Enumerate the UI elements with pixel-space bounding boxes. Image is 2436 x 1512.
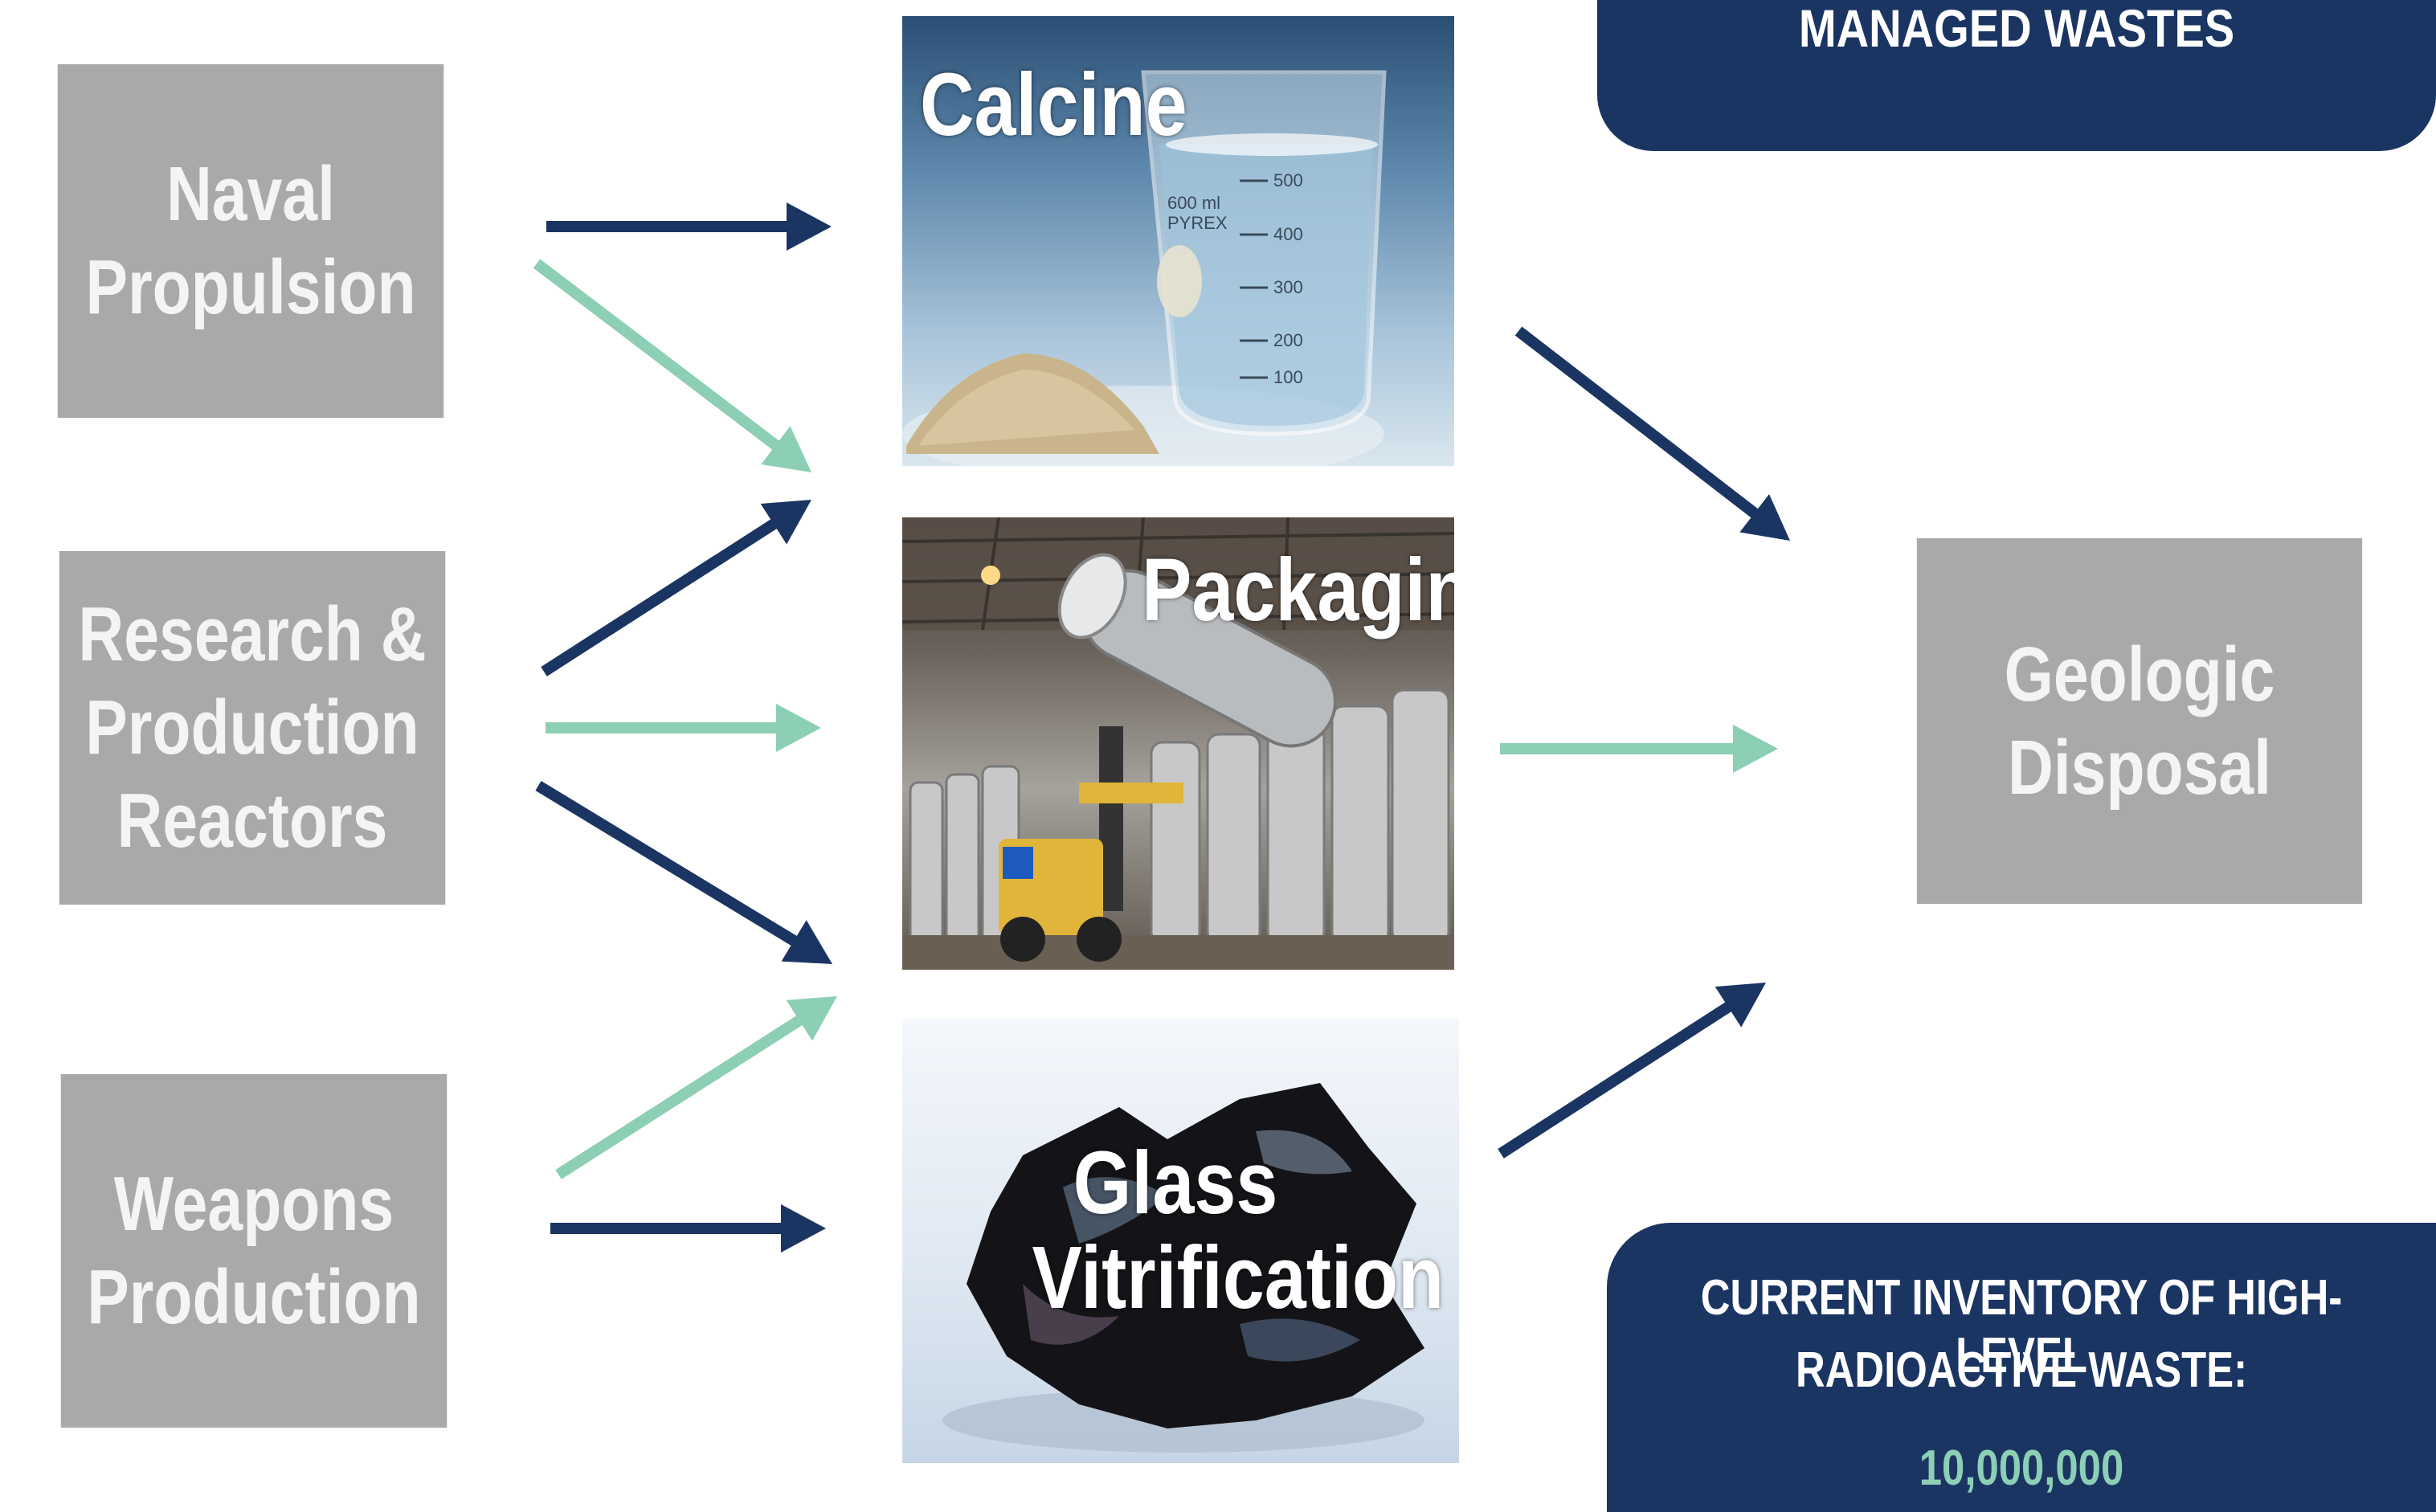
beaker-mark-600ml: 600 ml bbox=[1167, 193, 1220, 213]
arrow-vitrification-to-geologic bbox=[1498, 983, 1766, 1159]
inventory-line-2: RADIOACTIVE WASTE: bbox=[1795, 1342, 2248, 1398]
managed-wastes-banner: MANAGED WASTES bbox=[1597, 0, 2436, 151]
arrow-naval-to-packaging bbox=[533, 259, 811, 472]
source-weapons-label: Weapons Production bbox=[87, 1161, 421, 1340]
beaker-image: 500 400 300 200 100 600 ml PYREX bbox=[902, 70, 1387, 466]
inventory-line-1: CURRENT INVENTORY OF HIGH-LEVEL bbox=[1700, 1270, 2343, 1383]
source-naval-propulsion: Naval Propulsion bbox=[57, 64, 444, 418]
beaker-mark-100: 100 bbox=[1273, 367, 1303, 387]
forklift-image bbox=[902, 517, 1454, 970]
beaker-mark-500: 500 bbox=[1273, 170, 1303, 190]
arrow-weapons-to-packaging bbox=[555, 996, 837, 1179]
arrow-packaging-to-geologic bbox=[1500, 725, 1778, 773]
inventory-banner: CURRENT INVENTORY OF HIGH-LEVEL RADIOACT… bbox=[1607, 1223, 2436, 1512]
beaker-mark-300: 300 bbox=[1273, 277, 1303, 297]
beaker-mark-200: 200 bbox=[1273, 330, 1303, 350]
inventory-value: 10,000,000 bbox=[1919, 1440, 2124, 1496]
destination-geologic-disposal: Geologic Disposal bbox=[1916, 538, 2363, 904]
flow-arrows bbox=[533, 202, 1790, 1253]
arrow-calcine-to-geologic bbox=[1514, 326, 1790, 541]
process-calcine: 500 400 300 200 100 600 ml PYREX Calcine bbox=[902, 16, 1454, 466]
arrow-research-to-calcine bbox=[541, 500, 811, 676]
arrow-weapons-to-vitrification bbox=[550, 1204, 826, 1253]
beaker-mark-pyrex: PYREX bbox=[1167, 213, 1228, 233]
destination-label: Geologic Disposal bbox=[2004, 631, 2275, 811]
source-weapons-production: Weapons Production bbox=[60, 1074, 448, 1428]
managed-wastes-text: MANAGED WASTES bbox=[1798, 0, 2235, 58]
arrow-research-to-vitrification bbox=[535, 781, 832, 964]
arrow-research-to-packaging bbox=[546, 704, 821, 752]
arrow-naval-to-calcine bbox=[546, 202, 832, 251]
source-research-label: Research & Production Reactors bbox=[78, 591, 427, 864]
glass-chunk-image bbox=[942, 1083, 1424, 1453]
process-glass-vitrification: Glass Vitrification bbox=[902, 1019, 1459, 1463]
source-research-production-reactors: Research & Production Reactors bbox=[59, 551, 446, 905]
process-packaging: Packaging bbox=[902, 517, 1454, 970]
process-packaging-label: Packaging bbox=[1142, 541, 1454, 640]
process-calcine-label: Calcine bbox=[920, 55, 1187, 154]
source-naval-label: Naval Propulsion bbox=[85, 151, 416, 330]
beaker-mark-400: 400 bbox=[1273, 224, 1303, 244]
